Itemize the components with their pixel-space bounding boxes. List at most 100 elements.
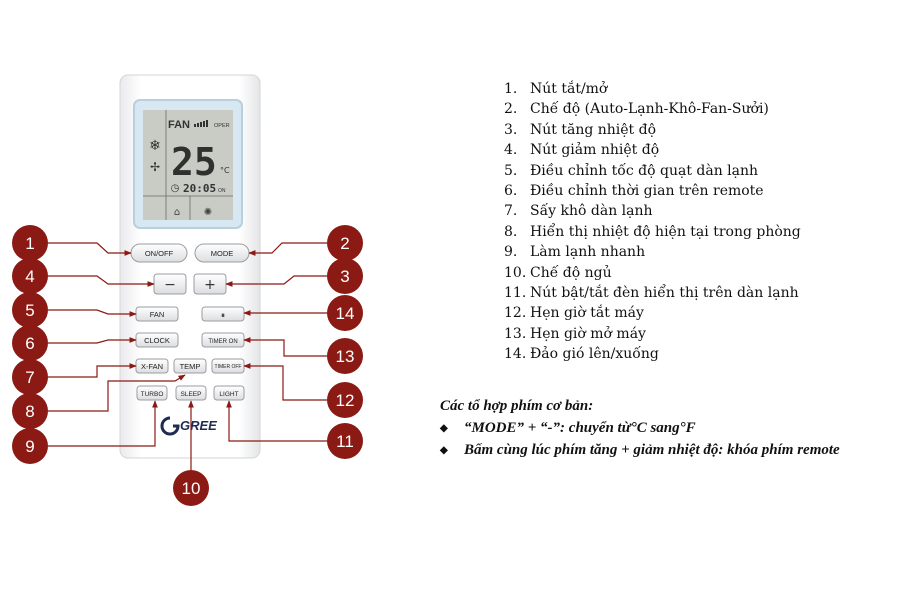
callout-10: 10 <box>173 470 209 506</box>
temp-up-button[interactable]: + <box>193 273 227 295</box>
legend-item: 14.Đảo gió lên/xuống <box>504 346 659 363</box>
svg-text:2: 2 <box>340 234 349 253</box>
callout-12: 12 <box>327 382 363 418</box>
legend-item: 9.Làm lạnh nhanh <box>504 244 646 261</box>
onoff-button[interactable]: ON/OFF <box>130 243 188 263</box>
callout-6: 6 <box>12 325 48 361</box>
timer-off-button[interactable]: TIMER OFF <box>211 358 245 374</box>
callout-line-7 <box>48 363 137 378</box>
key-combinations: Các tổ hợp phím cơ bản: ◆“MODE” + “-”: c… <box>440 395 840 461</box>
callout-3: 3 <box>327 258 363 294</box>
svg-text:10: 10 <box>182 479 201 498</box>
callout-line-9 <box>48 400 158 447</box>
callout-line-3 <box>225 275 327 287</box>
lcd-clock: 20:05 <box>183 182 216 195</box>
svg-text:8: 8 <box>25 402 34 421</box>
temp-button[interactable]: TEMP <box>173 358 207 374</box>
legend-item: 12.Hẹn giờ tắt máy <box>504 305 644 322</box>
callout-11: 11 <box>327 423 363 459</box>
mode-button[interactable]: MODE <box>194 243 250 263</box>
svg-text:11: 11 <box>336 432 354 451</box>
callout-line-8 <box>48 374 186 412</box>
swing-button[interactable]: ⏸ <box>201 306 245 322</box>
svg-text:X-FAN: X-FAN <box>141 362 163 371</box>
legend-item: 10.Chế độ ngủ <box>504 264 612 281</box>
svg-text:12: 12 <box>336 391 355 410</box>
svg-text:14: 14 <box>336 304 355 323</box>
legend-item: 1.Nút tắt/mở <box>504 81 608 97</box>
clock-button[interactable]: CLOCK <box>135 332 179 348</box>
svg-text:TURBO: TURBO <box>141 391 164 398</box>
callout-line-11 <box>226 400 327 442</box>
svg-text:GREE: GREE <box>180 418 217 433</box>
svg-text:4: 4 <box>25 267 34 286</box>
legend-item: 4.Nút giảm nhiệt độ <box>504 142 660 159</box>
fan-icon: ✢ <box>150 160 160 174</box>
svg-text:+: + <box>204 277 216 293</box>
callout-1: 1 <box>12 225 48 261</box>
person-icon: ⌂ <box>174 207 180 218</box>
swing-icon: ⏸ <box>221 311 225 320</box>
legend-item: 6.Điều chỉnh thời gian trên remote <box>504 182 764 199</box>
callout-7: 7 <box>12 359 48 395</box>
light-button[interactable]: LIGHT <box>213 385 245 401</box>
sleep-button[interactable]: SLEEP <box>175 385 207 401</box>
callout-line-1 <box>48 242 132 256</box>
callout-line-6 <box>48 337 137 344</box>
xfan-button[interactable]: X-FAN <box>135 358 169 374</box>
temp-down-button[interactable]: − <box>153 273 187 295</box>
callout-lines <box>48 242 327 470</box>
svg-text:−: − <box>164 277 176 293</box>
button-legend: 1.Nút tắt/mở 2.Chế độ (Auto-Lạnh-Khô-Fan… <box>504 79 801 364</box>
svg-text:5: 5 <box>25 301 34 320</box>
legend-item: 7.Sấy khô dàn lạnh <box>504 203 653 220</box>
svg-text:FAN: FAN <box>150 310 165 319</box>
legend-item: 3.Nút tăng nhiệt độ <box>504 121 657 138</box>
svg-text:MODE: MODE <box>211 249 234 258</box>
svg-text:1: 1 <box>25 234 34 253</box>
callout-4: 4 <box>12 258 48 294</box>
bullet-icon: ◆ <box>440 423 448 434</box>
gree-logo: GREE <box>160 416 217 436</box>
legend-item: 8.Hiển thị nhiệt độ hiện tại trong phòng <box>504 223 801 240</box>
lcd-unit: °C <box>220 166 230 175</box>
svg-text:SLEEP: SLEEP <box>181 391 202 398</box>
fan-speed-bars-icon <box>194 120 208 127</box>
light-bulb-icon: ✺ <box>204 207 212 218</box>
svg-text:TIMER ON: TIMER ON <box>208 339 237 345</box>
svg-text:3: 3 <box>340 267 349 286</box>
svg-text:6: 6 <box>25 334 34 353</box>
legend-item: 2.Chế độ (Auto-Lạnh-Khô-Fan-Sưởi) <box>504 101 769 118</box>
svg-text:13: 13 <box>336 347 355 366</box>
combos-title: Các tổ hợp phím cơ bản: <box>440 398 594 414</box>
svg-text:ON/OFF: ON/OFF <box>145 249 174 258</box>
lcd-temperature: 25 <box>171 140 217 184</box>
turbo-button[interactable]: TURBO <box>136 385 168 401</box>
combo-item: ◆Bấm cùng lúc phím tăng + giảm nhiệt độ:… <box>440 439 840 461</box>
fan-button[interactable]: FAN <box>135 306 179 322</box>
lcd-oper-label: OPER <box>214 123 230 129</box>
callout-line-12 <box>243 363 327 401</box>
callout-line-13 <box>243 337 327 357</box>
combo-item: ◆“MODE” + “-”: chuyển từ°C sang°F <box>440 417 840 439</box>
timer-on-button[interactable]: TIMER ON <box>201 332 245 348</box>
callout-13: 13 <box>327 338 363 374</box>
clock-icon: ◷ <box>171 183 180 194</box>
lcd-clock-suffix: ON <box>218 188 226 194</box>
lcd-display: FAN OPER ❄ ✢ 25 °C ◷ 20:05 ON ⌂ ✺ <box>133 99 243 229</box>
callout-line-5 <box>48 309 137 317</box>
callout-line-4 <box>48 275 155 287</box>
svg-text:9: 9 <box>25 437 34 456</box>
snowflake-icon: ❄ <box>149 138 161 154</box>
callout-2: 2 <box>327 225 363 261</box>
callout-9: 9 <box>12 428 48 464</box>
bullet-icon: ◆ <box>440 445 448 456</box>
lcd-fan-label: FAN <box>168 119 190 131</box>
callout-5: 5 <box>12 292 48 328</box>
callout-14: 14 <box>327 295 363 331</box>
svg-text:7: 7 <box>25 368 34 387</box>
legend-item: 5.Điều chỉnh tốc độ quạt dàn lạnh <box>504 162 759 179</box>
svg-text:TIMER OFF: TIMER OFF <box>215 364 242 370</box>
svg-text:CLOCK: CLOCK <box>144 336 170 345</box>
